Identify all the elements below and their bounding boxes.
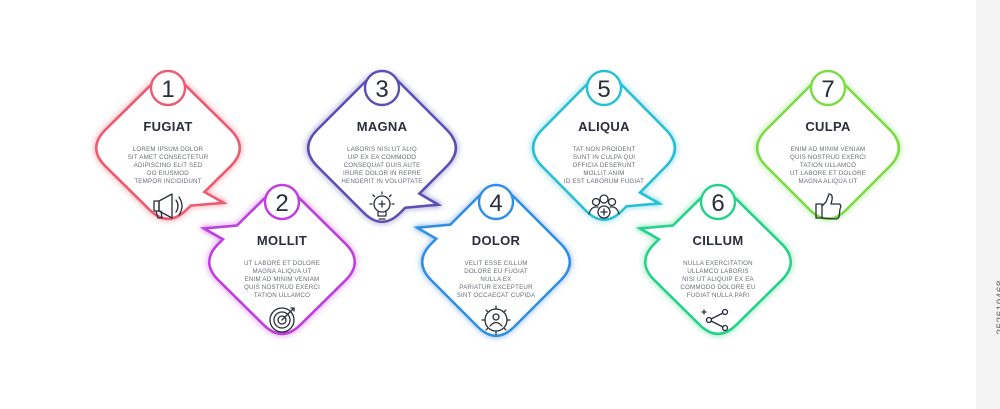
step-4-text-line: VELIT ESSE CILLUM <box>464 260 527 267</box>
target-icon <box>269 307 295 333</box>
step-7-badge <box>809 69 847 107</box>
step-5-text-line: ID EST LABORUM FUGIAT <box>564 178 644 185</box>
step-7-title: CULPA <box>805 119 851 134</box>
step-1-text-line: SIT AMET CONSECTETUR <box>128 154 209 161</box>
share-icon <box>701 308 729 332</box>
group-add-icon <box>588 194 620 219</box>
step-7-text-line: ENIM AD MINIM VENIAM <box>791 146 866 153</box>
step-3-text-line: CONSEQUAT DUIS AUTE <box>344 162 421 169</box>
step-3-text-line: LABORIS NISI UT ALIQ <box>347 146 417 153</box>
step-5-text-line: TAT NON PROIDENT <box>572 146 635 153</box>
step-7-number: 7 <box>821 76 834 103</box>
step-6-title: CILLUM <box>693 233 744 248</box>
step-4-badge <box>477 183 515 221</box>
step-4-text-line: PARIATUR EXCEPTEUR <box>459 284 533 291</box>
step-4-text-line: NULLA EX <box>480 276 511 283</box>
step-1-text-line: ADIPISCING ELIT SED <box>134 162 203 169</box>
step-2-title: MOLLIT <box>257 233 307 248</box>
step-6-text-line: COMMODO DOLORE EU <box>680 284 755 291</box>
side-strip <box>976 0 1000 409</box>
step-4-number: 4 <box>489 190 502 217</box>
step-7-text-line: MAGNA ALIQUA UT <box>798 178 857 185</box>
step-2-number: 2 <box>275 190 288 217</box>
step-4-text-line: DOLORE EU FUGIAT <box>464 268 528 275</box>
step-4-text-line: SINT OCCAECAT CUPIDA <box>457 292 536 299</box>
step-5-number: 5 <box>597 76 610 103</box>
step-7-text-line: UT LABORE ET DOLORE <box>790 170 866 177</box>
step-3-text-line: IRURE DOLOR IN REPRE <box>343 170 421 177</box>
step-1-text-line: DO EIUSMOD <box>147 170 189 177</box>
step-5-text-line: SUNT IN CULPA QUI <box>573 154 635 161</box>
step-1-text-line: TEMPOR INCIDIDUNT <box>134 178 201 185</box>
step-6-text-line: ULLAMCO LABORIS <box>687 268 748 275</box>
step-1-number: 1 <box>161 76 174 103</box>
step-2-text-line: ENIM AD MINIM VENIAM <box>245 276 320 283</box>
step-6-text-line: NULLA EXERCITATION <box>683 260 753 267</box>
step-5-text-line: OFFICIA DESERUNT <box>572 162 635 169</box>
stock-id-text: 252619468 <box>996 280 1000 335</box>
step-2-text-line: UT LABORE ET DOLORE <box>244 260 320 267</box>
lightbulb-icon <box>369 191 395 220</box>
step-4-title: DOLOR <box>472 233 521 248</box>
thumbs-up-icon <box>815 193 842 220</box>
megaphone-icon <box>153 193 183 219</box>
step-2-text-line: MAGNA ALIQUA UT <box>252 268 311 275</box>
step-7-text-line: QUIS NOSTRUD EXERCI <box>790 154 866 161</box>
step-1-badge <box>149 69 187 107</box>
step-6-badge <box>699 183 737 221</box>
step-6-number: 6 <box>711 190 724 217</box>
step-6-text-line: NISI UT ALIQUIP EX EA <box>682 276 754 283</box>
step-5-badge <box>585 69 623 107</box>
step-1-text-line: LOREM IPSUM DOLOR <box>133 146 204 153</box>
step-2-text-line: TATION ULLAMCO <box>254 292 310 299</box>
step-3-text-line: HENDERIT IN VOLUPTATE <box>341 178 422 185</box>
step-3-number: 3 <box>375 76 388 103</box>
step-2-badge <box>263 183 301 221</box>
step-2-text-line: QUIS NOSTRUD EXERCI <box>244 284 320 291</box>
step-3-text-line: UIP EX EA COMMODO <box>348 154 417 161</box>
step-5-text-line: MOLLIT ANIM <box>583 170 624 177</box>
step-1-title: FUGIAT <box>143 119 192 134</box>
step-5-title: ALIQUA <box>578 119 630 134</box>
step-7-text-line: TATION ULLAMCO <box>800 162 856 169</box>
step-3-title: MAGNA <box>357 119 408 134</box>
step-3-badge <box>363 69 401 107</box>
step-6-text-line: FUGIAT NULLA PARI <box>687 292 750 299</box>
gear-person-icon <box>481 305 511 335</box>
